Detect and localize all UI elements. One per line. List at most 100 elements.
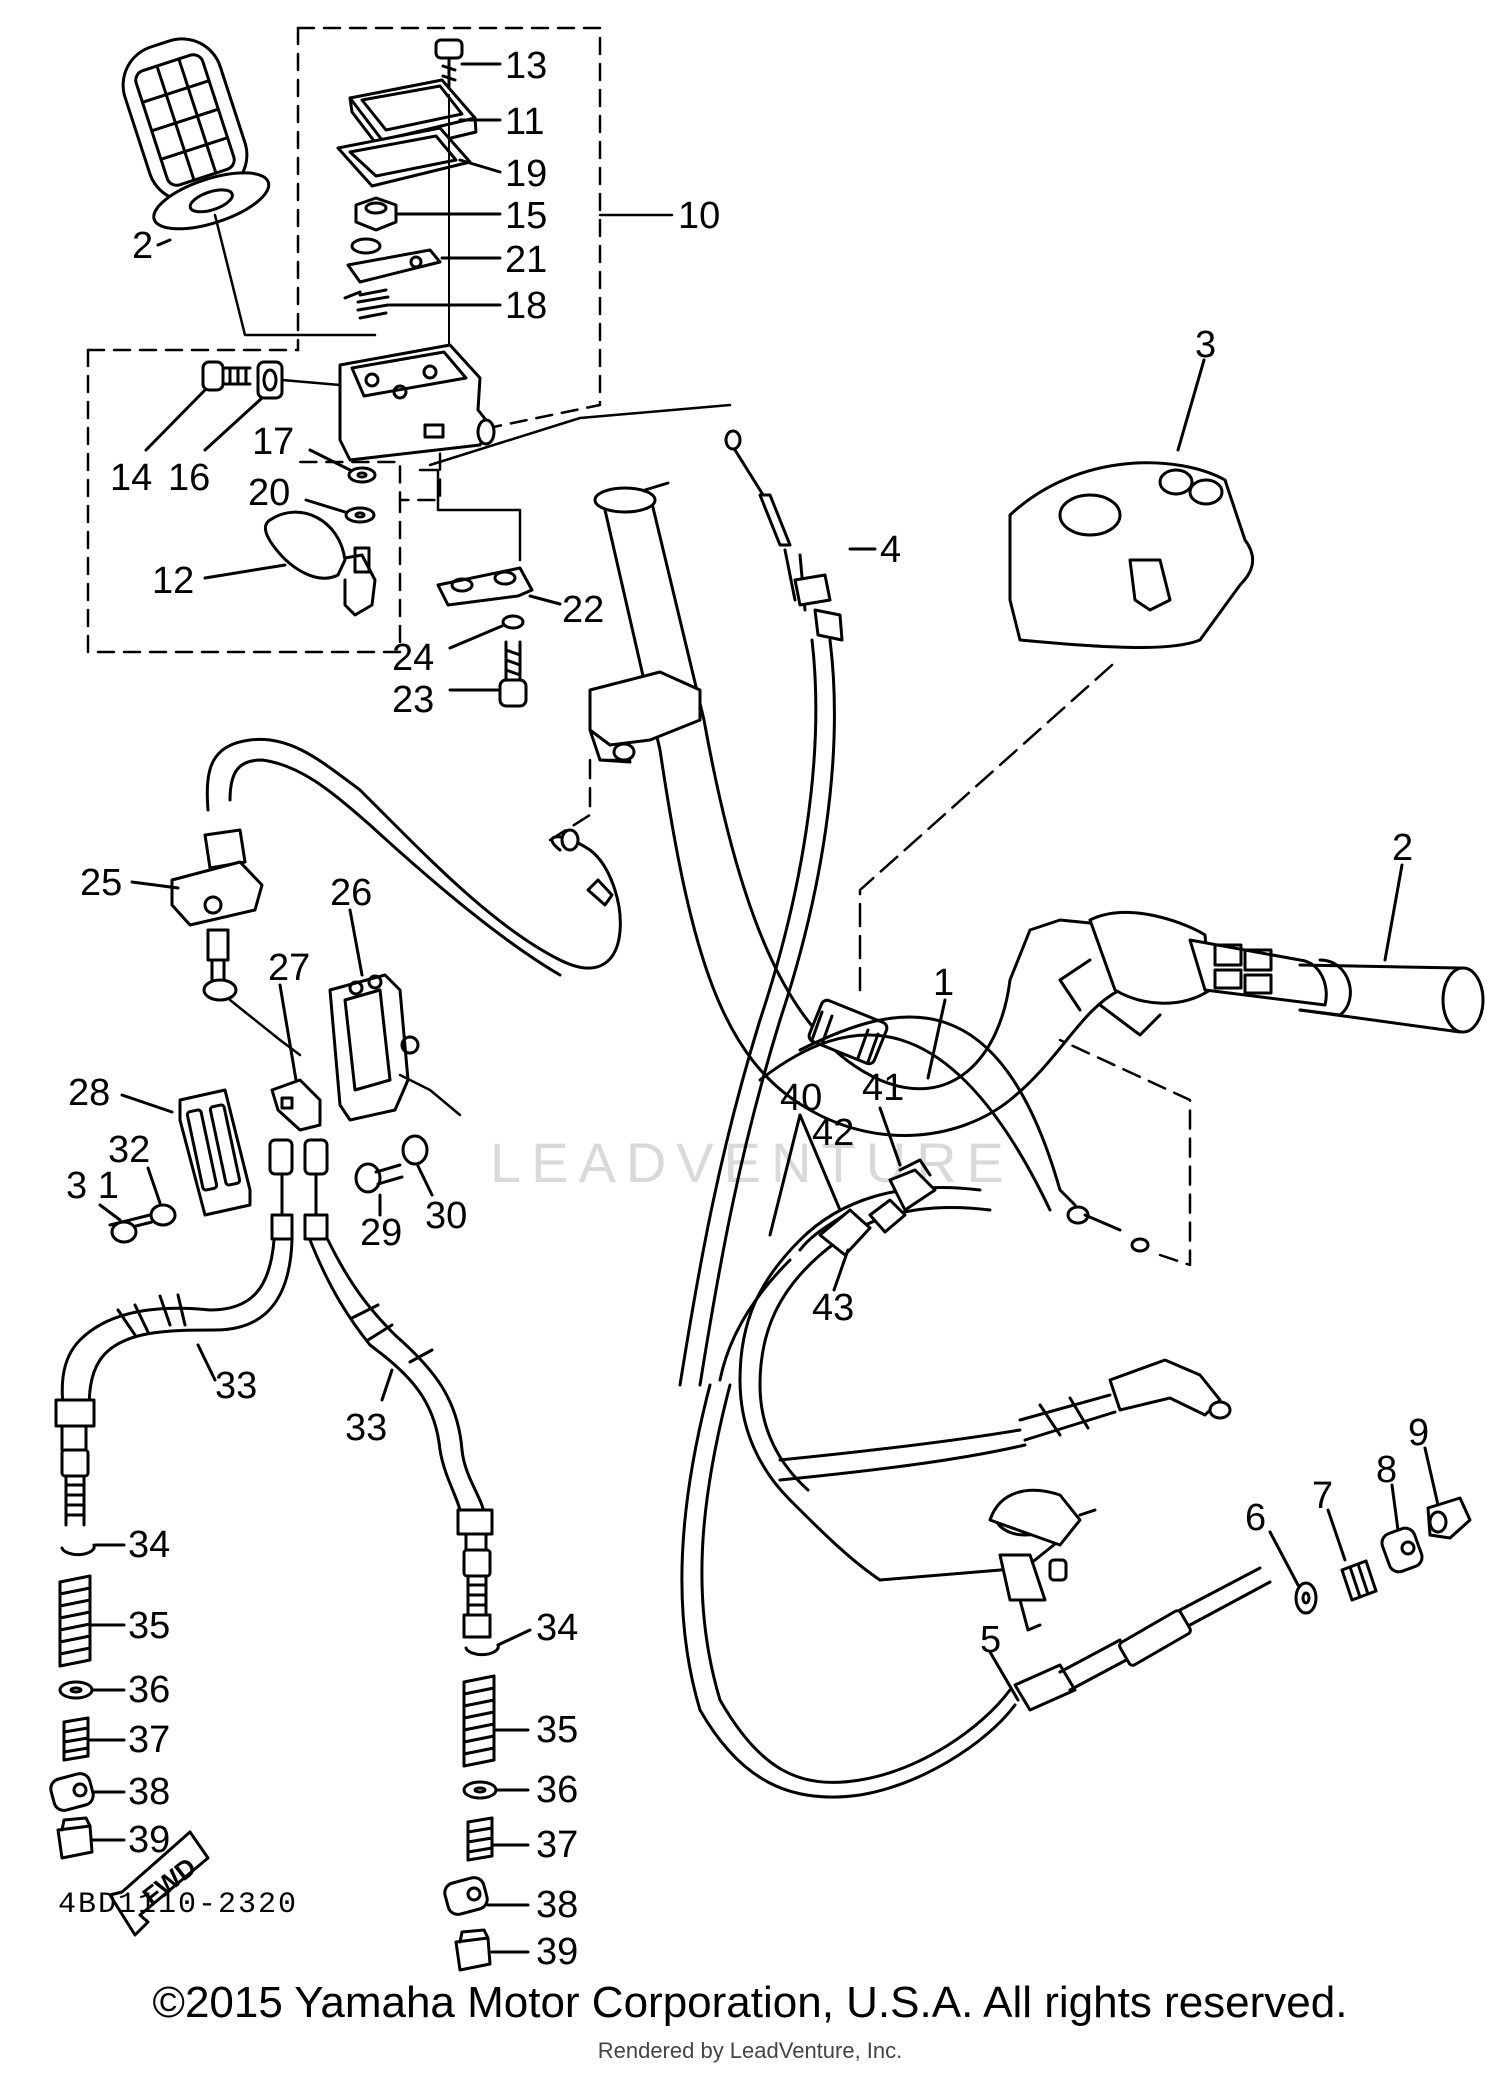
leader-1: [926, 998, 947, 1080]
callout-36-right: 36: [536, 1769, 578, 1811]
circlip-34a: [62, 1545, 94, 1555]
handlebar-1: [590, 483, 1140, 1135]
leader-30: [416, 1164, 434, 1197]
leader-25-27: [228, 998, 302, 1057]
callout-24: 24: [392, 637, 434, 679]
screw-31: [110, 1215, 152, 1242]
leader-7: [1326, 1508, 1347, 1562]
callout-13: 13: [505, 45, 547, 87]
leader-40: [768, 1113, 802, 1237]
junction-26: [330, 975, 418, 1120]
nut-9: [1428, 1498, 1470, 1538]
nut-39b: [456, 1930, 490, 1970]
callout-18: 18: [505, 285, 547, 327]
callout-42: 42: [812, 1112, 854, 1154]
leader-cover-to-bar: [858, 663, 1114, 1002]
leader-32: [146, 1166, 162, 1205]
callout-10: 10: [678, 195, 720, 237]
washer-32: [151, 1205, 175, 1225]
leader-19: [458, 158, 502, 174]
callout-32: 32: [108, 1129, 150, 1171]
spring-37b: [468, 1818, 492, 1860]
callout-30: 30: [425, 1195, 467, 1237]
spring-35a: [60, 1576, 90, 1666]
handlebar-cover-3: [1010, 463, 1253, 648]
callout-8: 8: [1376, 1449, 1397, 1491]
clamp-22: [438, 568, 532, 605]
washer-20: [346, 508, 374, 522]
nut-15: [356, 198, 396, 230]
bracket-27: [272, 1080, 320, 1130]
throttle-elbow: [780, 1360, 1230, 1480]
callout-29: 29: [360, 1212, 402, 1254]
master-cylinder-cover-11: [350, 80, 476, 154]
callout-26: 26: [330, 872, 372, 914]
pin-38a: [49, 1771, 96, 1812]
leader-17: [308, 448, 352, 472]
cable-end: [562, 830, 612, 905]
callout-35-left: 35: [128, 1605, 170, 1647]
callout-17: 17: [252, 421, 294, 463]
leader-41: [878, 1106, 902, 1167]
leader-3: [1176, 358, 1206, 452]
screw-29: [356, 1164, 402, 1192]
washer-17: [349, 468, 375, 482]
callout-41: 41: [862, 1067, 904, 1109]
callout-2-right: 2: [1392, 827, 1413, 869]
leader-33a: [196, 1343, 217, 1382]
watermark-text: LEADVENTURE: [490, 1131, 1014, 1194]
callout-16: 16: [168, 457, 210, 499]
leader-28: [120, 1093, 174, 1114]
callout-15: 15: [505, 195, 547, 237]
callout-35-right: 35: [536, 1709, 578, 1751]
right-grip: [1060, 912, 1483, 1035]
screw-14: [203, 362, 250, 390]
callout-7: 7: [1312, 1475, 1333, 1517]
callout-43: 43: [812, 1287, 854, 1329]
leader-5: [988, 1650, 1020, 1702]
callout-23: 23: [392, 679, 434, 721]
adjuster-25: [172, 830, 262, 1000]
callout-38-right: 38: [536, 1884, 578, 1926]
callout-34-left: 34: [128, 1524, 170, 1566]
callout-12: 12: [152, 560, 194, 602]
callout-5: 5: [980, 1619, 1001, 1661]
leader-26: [348, 908, 364, 977]
callout-4: 4: [880, 529, 901, 571]
leader-26-29: [398, 1073, 462, 1117]
rendered-by-text: Rendered by LeadVenture, Inc.: [597, 2038, 903, 2063]
callout-27: 27: [268, 947, 310, 989]
callout-14: 14: [110, 457, 152, 499]
leader-grip-to-holder: [213, 213, 377, 337]
callout-labels: 13 11 19 15 21 10 18 2 14 16 17 20 12 22…: [66, 45, 1429, 1973]
callout-33-right: 33: [345, 1407, 387, 1449]
pin-38b: [443, 1875, 490, 1916]
leader-22: [528, 594, 562, 606]
leader-27: [278, 983, 298, 1082]
master-cylinder-body: [340, 345, 494, 460]
leader-16: [203, 396, 264, 452]
washer-36b: [464, 1782, 496, 1798]
circlip-34b: [466, 1645, 498, 1655]
spring-18: [345, 290, 388, 318]
leader-31: [98, 1203, 122, 1222]
callout-25: 25: [80, 862, 122, 904]
washer-36a: [60, 1682, 92, 1698]
callout-38-left: 38: [128, 1771, 170, 1813]
left-grip: [103, 25, 275, 240]
switch-cable: [720, 1160, 935, 1380]
cable-33-left: [56, 1140, 292, 1525]
spring-7: [1342, 1561, 1376, 1600]
leader-throttle-dash: [1058, 1038, 1192, 1267]
callout-11: 11: [505, 101, 544, 143]
copyright-text: ©2015 Yamaha Motor Corporation, U.S.A. A…: [152, 1978, 1348, 2027]
callout-9: 9: [1408, 1412, 1429, 1454]
callout-6: 6: [1245, 1497, 1266, 1539]
callout-22: 22: [562, 589, 604, 631]
washer-6: [1296, 1583, 1316, 1613]
assembly-box-10: [86, 26, 602, 654]
spring-37a: [64, 1718, 88, 1760]
callout-1: 1: [933, 962, 954, 1004]
leader-bracket-22: [418, 468, 522, 562]
leader-2a: [156, 238, 172, 247]
